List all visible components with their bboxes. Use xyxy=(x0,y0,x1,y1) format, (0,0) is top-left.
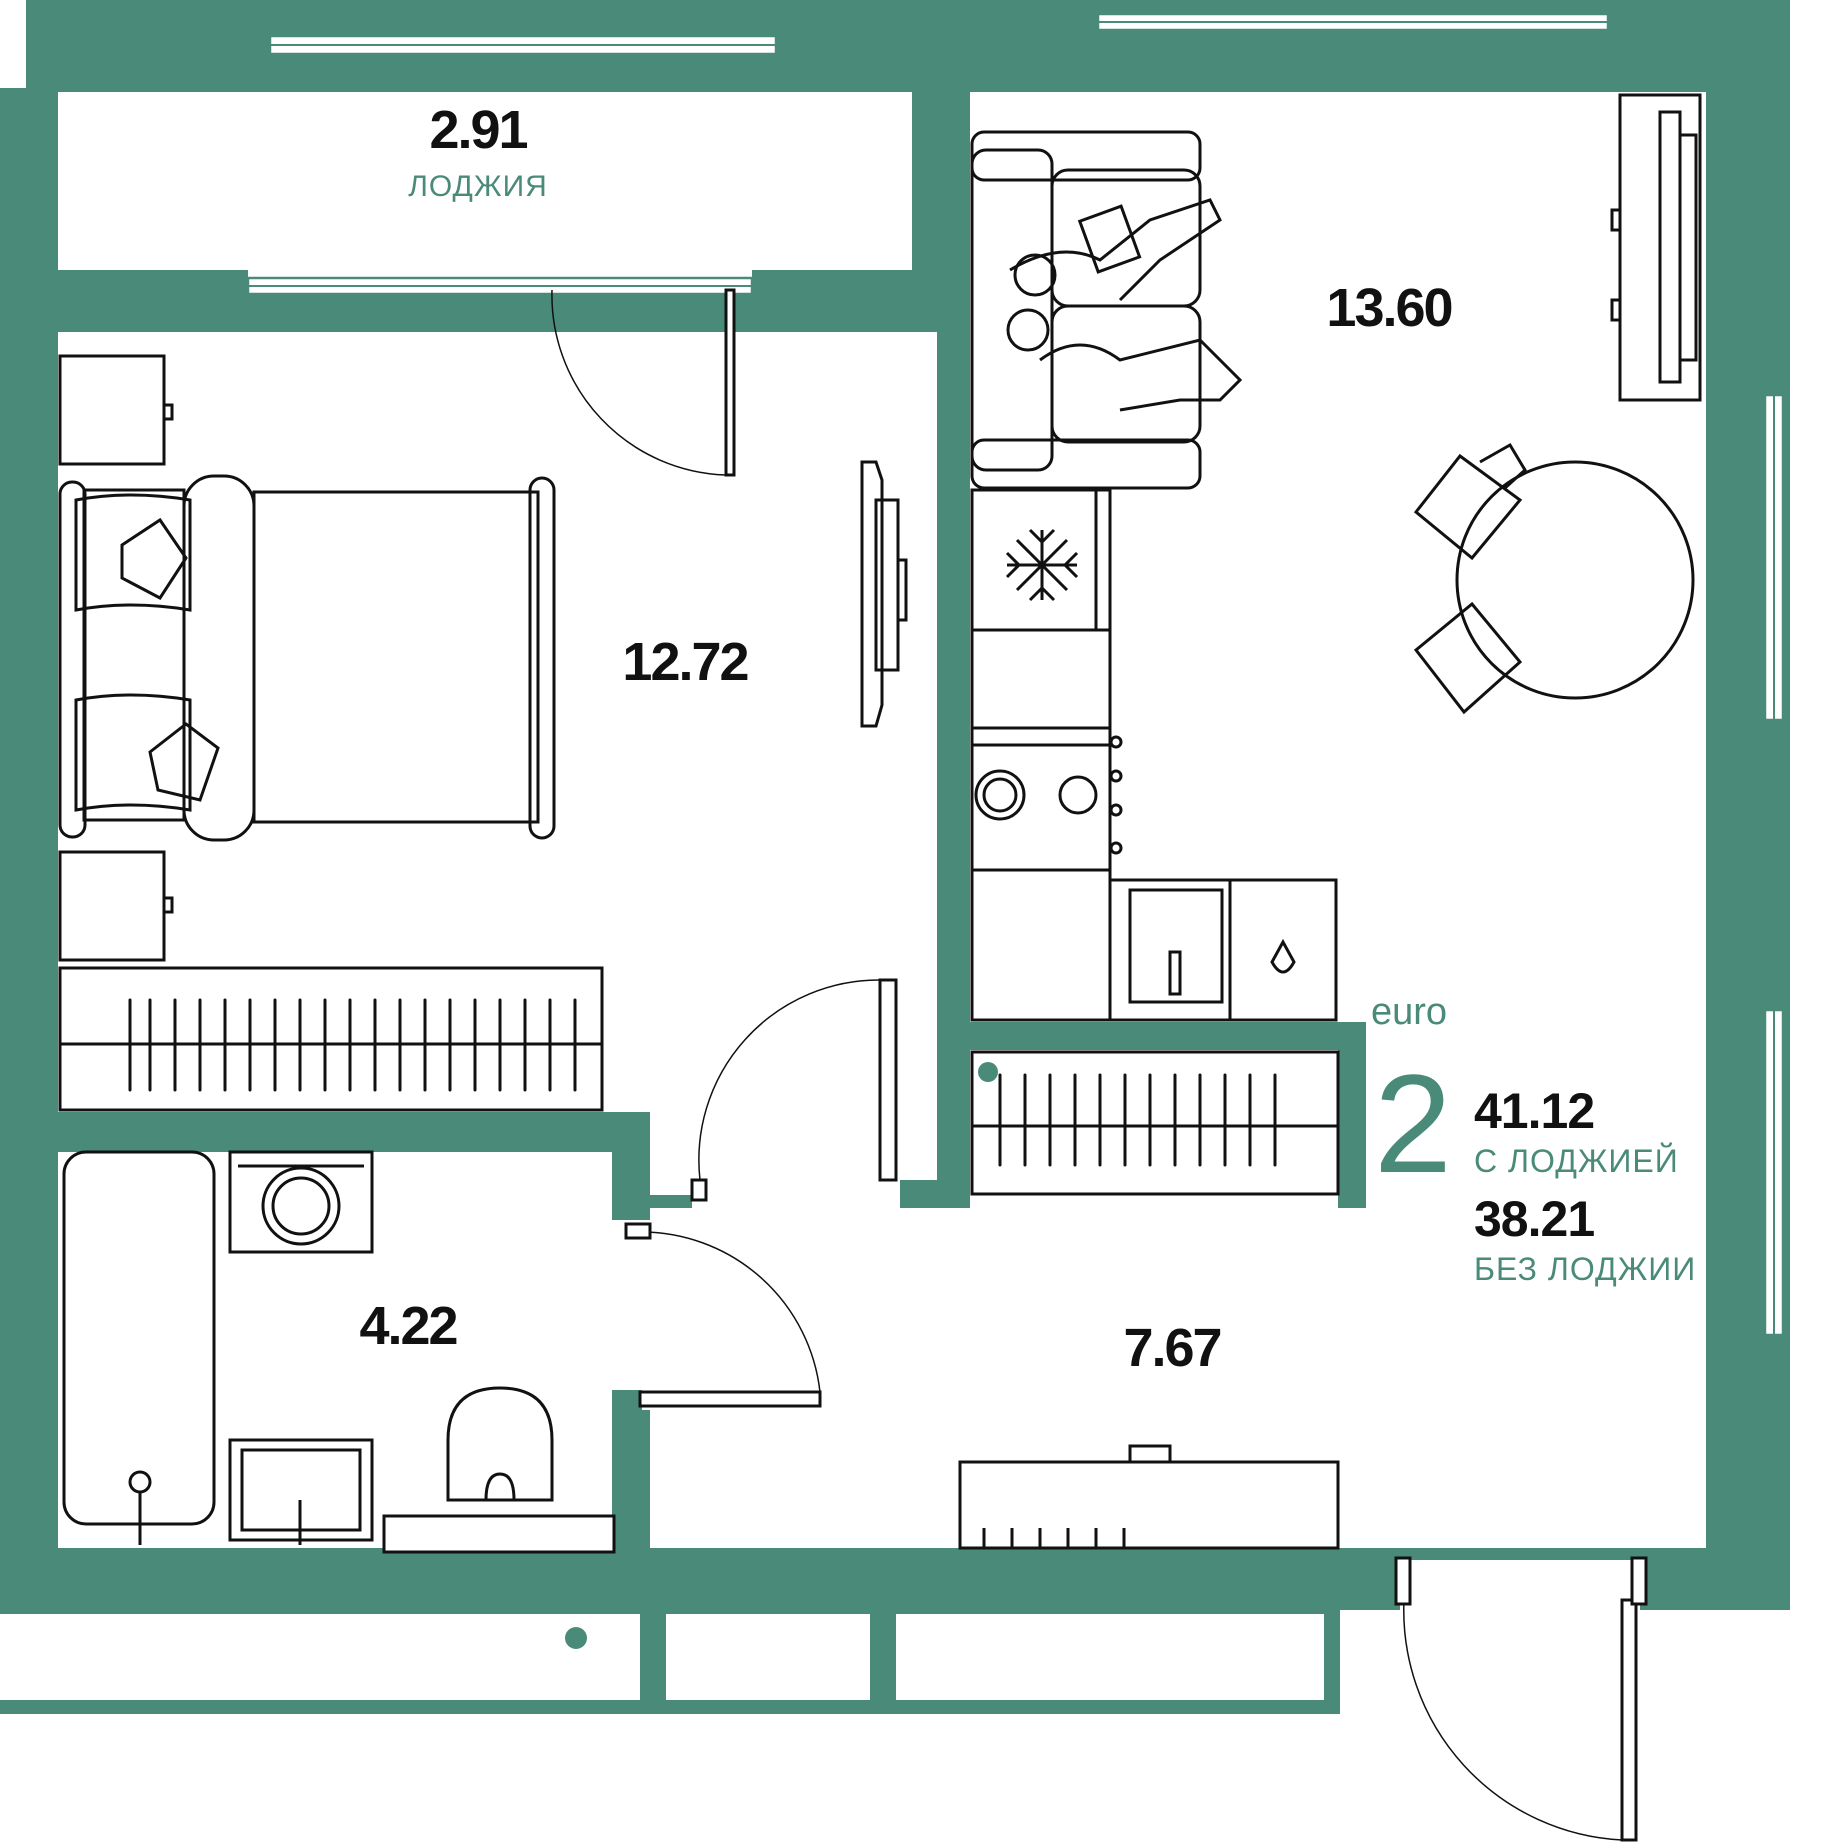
total-area-without-loggia: 38.21 xyxy=(1474,1191,1594,1247)
sofa-icon xyxy=(970,130,1243,490)
bathroom-area: 4.22 xyxy=(359,1296,456,1356)
toilet-icon xyxy=(446,1386,554,1502)
radiator-icon xyxy=(58,966,604,1112)
stove-icon xyxy=(974,735,1123,855)
dining-table-icon xyxy=(1413,442,1695,715)
loggia-label: ЛОДЖИЯ xyxy=(408,170,548,203)
loggia-area: 2.91 xyxy=(429,100,527,160)
apartment-type-label: euro xyxy=(1371,991,1447,1033)
bathroom-sink xyxy=(228,1438,374,1545)
bathtub-icon xyxy=(62,1150,216,1545)
room-floors xyxy=(0,92,1790,1844)
kitchen-counter xyxy=(970,488,1338,1022)
total-area-with-loggia: 41.12 xyxy=(1474,1083,1594,1139)
total-area-with-loggia-label: С ЛОДЖИЕЙ xyxy=(1474,1143,1679,1179)
wardrobe-icon xyxy=(958,1444,1340,1550)
nightstand xyxy=(58,354,174,962)
snowflake-icon xyxy=(1005,528,1079,602)
hallway-area: 7.67 xyxy=(1123,1318,1220,1378)
bed-icon xyxy=(58,474,556,842)
tv-icon xyxy=(860,460,908,728)
tv-icon xyxy=(1610,93,1702,402)
windows xyxy=(246,12,1785,1337)
sink-icon xyxy=(1128,888,1296,1004)
bath-shelf xyxy=(382,1514,616,1554)
kitchen-living-area: 13.60 xyxy=(1326,278,1451,338)
washing-machine-icon xyxy=(228,1150,374,1254)
radiator-icon xyxy=(970,1050,1340,1196)
doors xyxy=(551,288,1648,1842)
entry-marker xyxy=(565,1627,587,1649)
rooms-count: 2 xyxy=(1374,1045,1452,1202)
total-area-without-loggia-label: БЕЗ ЛОДЖИИ xyxy=(1474,1251,1696,1287)
bedroom-area: 12.72 xyxy=(622,632,747,692)
